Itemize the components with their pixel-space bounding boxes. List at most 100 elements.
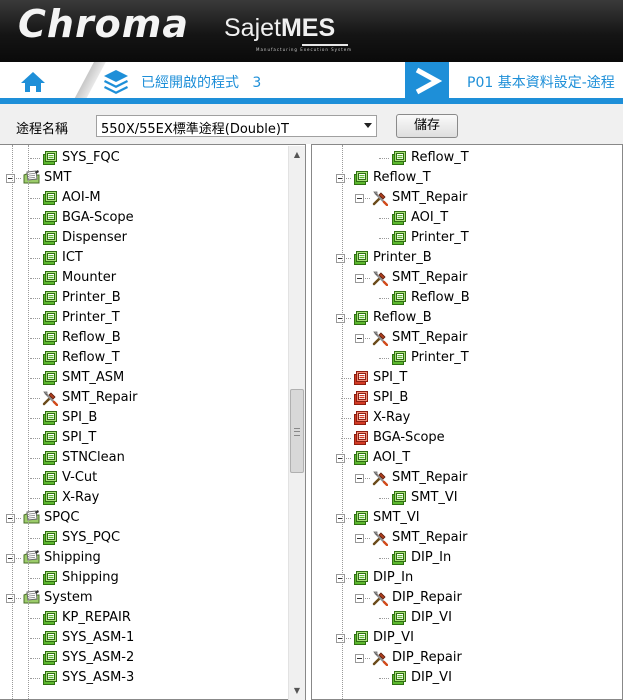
tree-node[interactable]: Mounter bbox=[0, 268, 305, 288]
tree-node[interactable]: ICT bbox=[0, 248, 305, 268]
tree-node[interactable]: STNClean bbox=[0, 448, 305, 468]
tree-node[interactable]: DIP_Repair bbox=[312, 648, 622, 668]
tree-node[interactable]: SPI_T bbox=[312, 368, 622, 388]
tree-node[interactable]: SPI_B bbox=[312, 388, 622, 408]
tree-node[interactable]: Reflow_T bbox=[312, 148, 622, 168]
tree-node[interactable]: DIP_In bbox=[312, 568, 622, 588]
tree-connector bbox=[30, 418, 40, 419]
tree-node[interactable]: AOI_T bbox=[312, 208, 622, 228]
collapse-toggle-icon[interactable] bbox=[336, 454, 345, 463]
tree-node[interactable]: Reflow_B bbox=[0, 328, 305, 348]
tree-connector bbox=[379, 218, 389, 219]
tree-node[interactable]: Reflow_B bbox=[312, 288, 622, 308]
tree-node[interactable]: SMT_Repair bbox=[0, 388, 305, 408]
scroll-up-icon[interactable]: ▲ bbox=[293, 150, 301, 159]
tree-connector bbox=[30, 338, 40, 339]
tree-connector bbox=[30, 438, 40, 439]
tree-connector bbox=[30, 378, 40, 379]
tree-node[interactable]: KP_REPAIR bbox=[0, 608, 305, 628]
tree-node[interactable]: SYS_ASM-1 bbox=[0, 628, 305, 648]
collapse-toggle-icon[interactable] bbox=[355, 334, 364, 343]
tree-node[interactable]: SMT_Repair bbox=[312, 188, 622, 208]
scrollbar-thumb[interactable] bbox=[290, 389, 304, 473]
tree-node[interactable]: Printer_B bbox=[312, 248, 622, 268]
tree-node[interactable]: BGA-Scope bbox=[0, 208, 305, 228]
tree-node[interactable]: Reflow_T bbox=[312, 168, 622, 188]
collapse-toggle-icon[interactable] bbox=[355, 654, 364, 663]
tree-node[interactable]: SYS_ASM-3 bbox=[0, 668, 305, 688]
tree-node[interactable]: DIP_VI bbox=[312, 668, 622, 688]
collapse-toggle-icon[interactable] bbox=[6, 554, 15, 563]
tree-node[interactable]: DIP_Repair bbox=[312, 588, 622, 608]
tree-node[interactable]: SMT_Repair bbox=[312, 528, 622, 548]
tree-node[interactable]: X-Ray bbox=[312, 408, 622, 428]
tree-connector bbox=[379, 298, 389, 299]
tree-node-label: DIP_In bbox=[373, 570, 414, 585]
tree-node[interactable]: SPI_B bbox=[0, 408, 305, 428]
tree-node[interactable]: Dispenser bbox=[0, 228, 305, 248]
vertical-scrollbar[interactable]: ▲ ▼ bbox=[288, 146, 305, 700]
collapse-toggle-icon[interactable] bbox=[336, 254, 345, 263]
tree-node[interactable]: SYS_ASM-2 bbox=[0, 648, 305, 668]
current-page-arrow-icon[interactable] bbox=[405, 62, 449, 100]
tree-node[interactable]: SMT_Repair bbox=[312, 268, 622, 288]
scroll-down-icon[interactable]: ▼ bbox=[293, 686, 301, 695]
collapse-toggle-icon[interactable] bbox=[336, 514, 345, 523]
tree-node-label: AOI_T bbox=[373, 450, 411, 465]
home-button[interactable] bbox=[18, 70, 48, 94]
collapse-toggle-icon[interactable] bbox=[336, 314, 345, 323]
collapse-toggle-icon[interactable] bbox=[355, 274, 364, 283]
tree-node[interactable]: SMT_Repair bbox=[312, 468, 622, 488]
stage-icon bbox=[353, 510, 369, 526]
route-select[interactable]: 550X/55EX標準途程(Double)T bbox=[96, 115, 377, 137]
tree-node-label: SMT_Repair bbox=[62, 390, 138, 405]
collapse-toggle-icon[interactable] bbox=[336, 574, 345, 583]
accent-bar bbox=[0, 98, 623, 104]
tree-connector bbox=[30, 318, 40, 319]
tree-node[interactable]: BGA-Scope bbox=[312, 428, 622, 448]
collapse-toggle-icon[interactable] bbox=[355, 474, 364, 483]
tree-node[interactable]: SYS_PQC bbox=[0, 528, 305, 548]
opened-programs[interactable]: 已經開啟的程式 3 bbox=[141, 72, 261, 92]
stage-icon bbox=[42, 190, 58, 206]
tree-node[interactable]: X-Ray bbox=[0, 488, 305, 508]
tree-node[interactable]: SMT_VI bbox=[312, 508, 622, 528]
tree-node[interactable]: AOI-M bbox=[0, 188, 305, 208]
collapse-toggle-icon[interactable] bbox=[355, 594, 364, 603]
save-button[interactable]: 儲存 bbox=[396, 114, 458, 138]
tree-node-label: Dispenser bbox=[62, 230, 127, 245]
tree-connector bbox=[30, 538, 40, 539]
tree-node[interactable]: Printer_T bbox=[312, 348, 622, 368]
tree-node[interactable]: DIP_VI bbox=[312, 608, 622, 628]
tree-node[interactable]: Printer_B bbox=[0, 288, 305, 308]
collapse-toggle-icon[interactable] bbox=[6, 514, 15, 523]
tree-node[interactable]: System bbox=[0, 588, 305, 608]
tree-node-label: System bbox=[44, 590, 93, 605]
tree-node[interactable]: Printer_T bbox=[0, 308, 305, 328]
tree-node[interactable]: DIP_In bbox=[312, 548, 622, 568]
tree-node[interactable]: DIP_VI bbox=[312, 628, 622, 648]
collapse-toggle-icon[interactable] bbox=[355, 534, 364, 543]
collapse-toggle-icon[interactable] bbox=[6, 594, 15, 603]
tree-node[interactable]: SPQC bbox=[0, 508, 305, 528]
collapse-toggle-icon[interactable] bbox=[336, 174, 345, 183]
tree-node[interactable]: V-Cut bbox=[0, 468, 305, 488]
collapse-toggle-icon[interactable] bbox=[336, 634, 345, 643]
collapse-toggle-icon[interactable] bbox=[6, 174, 15, 183]
tree-node[interactable]: Reflow_T bbox=[0, 348, 305, 368]
tree-node[interactable]: SPI_T bbox=[0, 428, 305, 448]
collapse-toggle-icon[interactable] bbox=[355, 194, 364, 203]
tree-node[interactable]: SYS_FQC bbox=[0, 148, 305, 168]
tree-node[interactable]: Reflow_B bbox=[312, 308, 622, 328]
tree-node[interactable]: SMT_ASM bbox=[0, 368, 305, 388]
tree-node[interactable]: SMT bbox=[0, 168, 305, 188]
tree-node-label: SMT_Repair bbox=[392, 470, 468, 485]
tree-node[interactable]: SMT_VI bbox=[312, 488, 622, 508]
tree-node[interactable]: Shipping bbox=[0, 548, 305, 568]
stage-icon bbox=[42, 290, 58, 306]
tree-node[interactable]: AOI_T bbox=[312, 448, 622, 468]
tree-node[interactable]: SMT_Repair bbox=[312, 328, 622, 348]
tree-node[interactable]: Printer_T bbox=[312, 228, 622, 248]
tree-node[interactable]: Shipping bbox=[0, 568, 305, 588]
tree-node-label: V-Cut bbox=[62, 470, 98, 485]
